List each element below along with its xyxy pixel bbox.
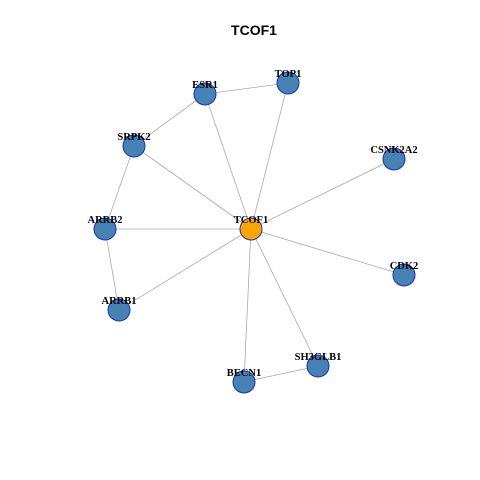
node-top1: TOP1 [275, 69, 302, 95]
edge-srpk2-arrb2 [104, 145, 135, 230]
edge-tcof1-sh3glb1 [250, 228, 319, 367]
node-label-arrb1: ARRB1 [101, 296, 136, 307]
node-arrb2: ARRB2 [87, 215, 123, 241]
node-circle-tcof1 [239, 217, 263, 241]
edge-tcof1-csnk2a2 [250, 158, 395, 230]
node-label-sh3glb1: SH3GLB1 [295, 352, 342, 363]
diagram-title: TCOF1 [231, 22, 277, 38]
node-circle-srpk2 [122, 134, 146, 158]
edge-tcof1-arrb1 [118, 228, 252, 311]
node-srpk2: SRPK2 [117, 132, 151, 158]
node-csnk2a2: CSNK2A2 [370, 145, 418, 171]
node-circle-becn1 [232, 370, 256, 394]
node-arrb1: ARRB1 [101, 296, 137, 322]
node-label-esr1: ESR1 [192, 80, 218, 91]
node-cdk2: CDK2 [390, 261, 419, 287]
node-circle-top1 [276, 71, 300, 95]
edge-tcof1-top1 [250, 82, 289, 230]
node-label-arrb2: ARRB2 [87, 215, 122, 226]
edge-esr1-top1 [204, 82, 289, 95]
edge-layer [104, 82, 405, 383]
edge-tcof1-esr1 [204, 93, 252, 230]
edge-tcof1-srpk2 [133, 145, 252, 230]
edge-tcof1-becn1 [243, 228, 252, 383]
node-becn1: BECN1 [227, 368, 261, 394]
node-circle-arrb2 [93, 217, 117, 241]
edge-sh3glb1-becn1 [243, 365, 319, 383]
edge-esr1-srpk2 [133, 93, 206, 147]
node-label-csnk2a2: CSNK2A2 [370, 145, 417, 156]
node-layer: TCOF1 ESR1 TOP1SRPK2CSNK2A2ARRB2CDK2ARRB1S… [87, 69, 419, 394]
node-circle-csnk2a2 [382, 147, 406, 171]
node-circle-esr1 [193, 82, 217, 106]
node-label-becn1: BECN1 [227, 368, 261, 379]
node-circle-arrb1 [107, 298, 131, 322]
edge-tcof1-cdk2 [250, 228, 405, 276]
node-circle-cdk2 [392, 263, 416, 287]
node-label-srpk2: SRPK2 [117, 132, 150, 143]
node-label-tcof1: TCOF1 [234, 215, 268, 226]
node-sh3glb1: SH3GLB1 [295, 352, 342, 378]
node-label-top1: TOP1 [275, 69, 302, 80]
node-label-cdk2: CDK2 [390, 261, 419, 272]
node-esr1: ESR1 [192, 80, 218, 106]
edge-arrb2-arrb1 [104, 228, 120, 311]
node-tcof1: TCOF1 [234, 215, 268, 241]
node-circle-sh3glb1 [306, 354, 330, 378]
